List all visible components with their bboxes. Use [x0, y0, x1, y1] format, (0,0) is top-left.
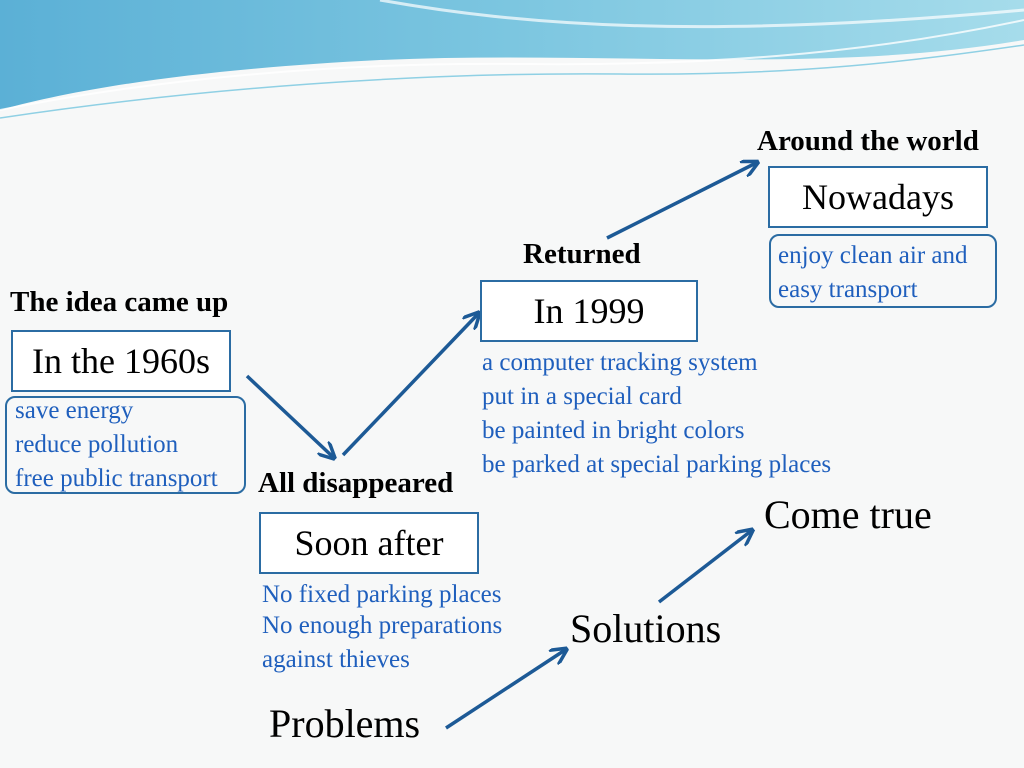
heading-returned: Returned [523, 238, 641, 270]
note-item: No fixed parking places [262, 581, 502, 608]
heading-around-the-world: Around the world [757, 125, 979, 157]
note-item: put in a special card [482, 383, 682, 410]
note-item: easy transport [778, 276, 918, 303]
note-item: be parked at special parking places [482, 451, 832, 478]
notes-1999: a computer tracking system put in a spec… [482, 346, 831, 482]
arrow-soon-to-1999 [341, 314, 478, 457]
heading-idea-came-up: The idea came up [10, 286, 229, 318]
box-nowadays-label: Nowadays [802, 177, 954, 217]
notes-box-nowadays [769, 234, 997, 308]
label-solutions: Solutions [570, 606, 722, 651]
box-soon-after: Soon after [259, 512, 479, 574]
label-problems: Problems [269, 701, 421, 746]
note-item: enjoy clean air and [778, 242, 968, 269]
box-in-1999-label: In 1999 [533, 291, 645, 331]
note-item: reduce pollution [15, 431, 179, 458]
note-item: No enough preparations [262, 612, 503, 639]
notes-1960s: save energy reduce pollution free public… [15, 394, 218, 496]
box-soon-after-label: Soon after [294, 523, 444, 563]
heading-all-disappeared: All disappeared [258, 467, 454, 499]
arrow-problems-to-solutions [445, 650, 565, 730]
notes-box-1960s [5, 396, 246, 494]
arrow-solutions-to-come-true [657, 531, 751, 604]
decorative-wave-header [0, 0, 1024, 119]
box-nowadays: Nowadays [768, 166, 988, 228]
box-in-the-1960s-label: In the 1960s [32, 341, 210, 381]
notes-nowadays: enjoy clean air and easy transport [778, 239, 968, 307]
notes-soon-after: No fixed parking places No enough prepar… [262, 578, 502, 677]
label-come-true: Come true [764, 492, 932, 537]
arrow-1999-to-now [606, 163, 756, 240]
note-item: save energy [15, 397, 134, 424]
box-in-the-1960s: In the 1960s [11, 330, 231, 392]
box-in-1999: In 1999 [480, 280, 698, 342]
arrow-1960-to-soon [245, 374, 333, 457]
note-item: be painted in bright colors [482, 417, 745, 444]
note-item: against thieves [262, 646, 410, 673]
note-item: a computer tracking system [482, 349, 758, 376]
note-item: free public transport [15, 465, 218, 492]
